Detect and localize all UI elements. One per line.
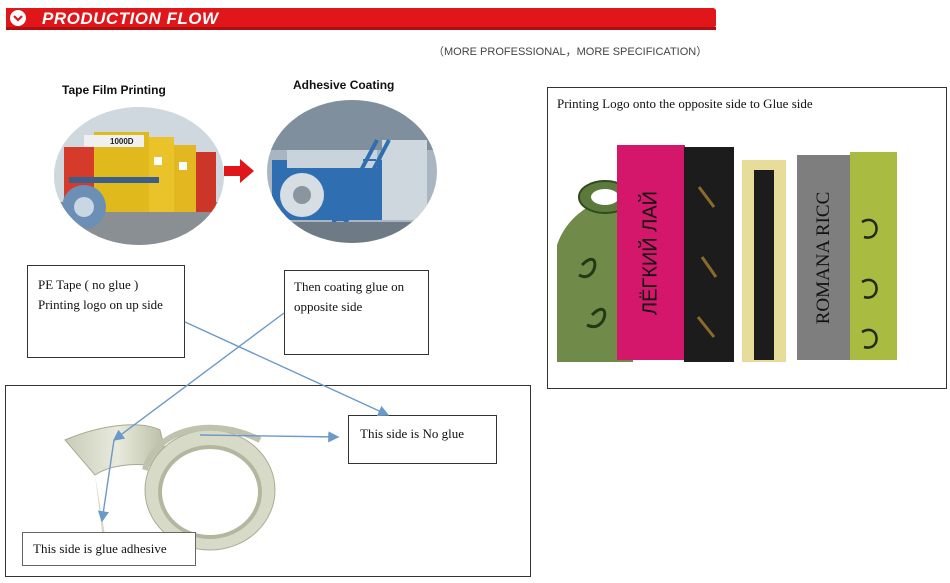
step-label-coating: Adhesive Coating <box>293 78 395 92</box>
coating-line1: Then coating glue on <box>294 279 405 294</box>
tape-sample-black <box>684 147 734 362</box>
pe-tape-callout: PE Tape ( no glue ) Printing logo on up … <box>27 265 185 358</box>
coating-machine-image <box>267 100 437 243</box>
tape-roll-image <box>60 400 280 570</box>
banner-bar <box>6 8 716 28</box>
right-arrow-icon <box>224 159 254 183</box>
tape-sample-cream <box>742 160 786 362</box>
tape-text-pink: ЛЁГКИЙ ЛАЙ <box>639 190 662 315</box>
tape-text-gray: ROMANA RICC <box>813 191 834 324</box>
no-glue-text: This side is No glue <box>360 426 464 441</box>
glue-adhesive-text: This side is glue adhesive <box>33 541 167 556</box>
tape-cream-stripe <box>754 170 774 360</box>
tape-sample-gray: ROMANA RICC <box>797 155 851 360</box>
banner-title: PRODUCTION FLOW <box>42 9 219 28</box>
machine-label: 1000D <box>110 137 134 146</box>
samples-caption: Printing Logo onto the opposite side to … <box>557 96 813 111</box>
glue-adhesive-callout: This side is glue adhesive <box>22 532 196 566</box>
tape-sample-lime <box>850 152 897 360</box>
step-label-printing: Tape Film Printing <box>62 83 166 97</box>
coating-callout: Then coating glue on opposite side <box>284 270 429 355</box>
banner-subtitle: （MORE PROFESSIONAL，MORE SPECIFICATION） <box>433 46 708 58</box>
pe-tape-line2: Printing logo on up side <box>38 297 163 312</box>
chevron-down-icon <box>10 10 26 26</box>
coating-line2: opposite side <box>294 299 363 314</box>
printing-machine-image: 1000D <box>54 107 224 245</box>
no-glue-callout: This side is No glue <box>348 415 497 464</box>
banner-bar-shadow <box>6 27 716 30</box>
pe-tape-line1: PE Tape ( no glue ) <box>38 277 139 292</box>
tape-sample-pink: ЛЁГКИЙ ЛАЙ <box>617 145 685 360</box>
